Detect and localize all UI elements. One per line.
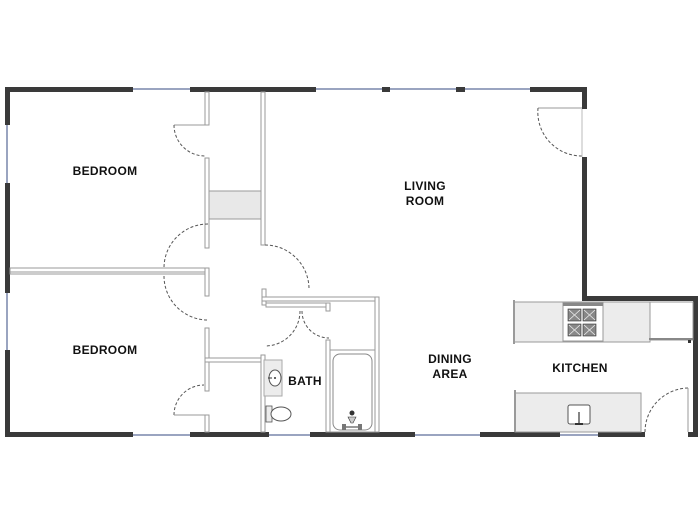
kitchen-fixtures [513,300,694,433]
windows [6,88,598,436]
room-label-living-room: LIVING ROOM [404,179,446,208]
exterior-walls [5,87,698,437]
interior-walls [9,91,380,433]
room-label-dining-area: DINING AREA [428,352,472,381]
stove-burners-icon [567,308,597,337]
toilet-icon [265,405,292,423]
room-label-kitchen: KITCHEN [552,361,608,375]
door-swings [163,107,689,433]
kitchen-sink-icon [567,404,591,425]
closet-shelf [208,190,262,220]
bathtub-icon [329,349,376,433]
bath-sink-icon [268,369,282,387]
room-label-bedroom-upper: BEDROOM [72,164,138,178]
bath-fixtures [263,349,376,433]
room-label-bath: BATH [288,374,322,388]
room-label-bedroom-lower: BEDROOM [72,343,138,357]
